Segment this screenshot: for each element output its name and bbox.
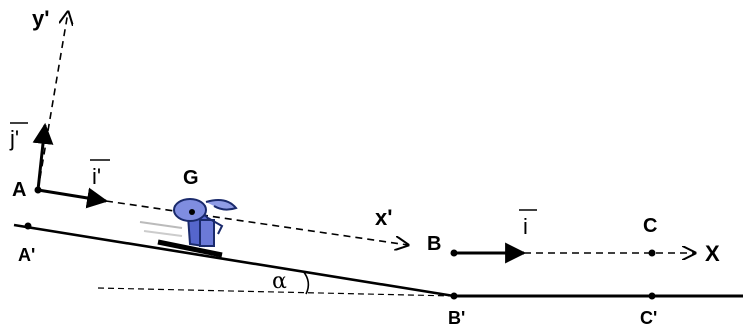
point-C [648,249,656,257]
label-unit-vector-i-prime: i' [92,164,101,189]
point-A [34,186,42,194]
label-x-prime: x' [375,205,392,230]
label-point-B: B [427,233,441,255]
label-x: X [705,241,720,266]
label-angle-alpha: α [272,269,287,294]
point-A-prime [24,222,32,230]
unit-vector-i-prime [37,187,109,209]
label-point-C-prime: C' [640,308,657,324]
label-point-A: A [12,179,26,201]
y-prime-axis [37,12,68,191]
skier-icon [139,198,238,258]
label-unit-vector-j-prime: j' [9,126,19,151]
label-point-C: C [643,215,657,237]
unit-vector-j-prime [32,122,54,191]
point-B-prime [450,292,458,300]
point-B [450,249,458,257]
label-point-B-prime: B' [448,308,465,324]
slope-line [13,223,455,298]
point-C-prime [648,292,656,300]
label-y-prime: y' [32,6,49,31]
label-unit-vector-i: i [523,214,528,239]
x-prime-axis [105,200,408,245]
label-point-G: G [183,167,199,189]
label-point-A-prime: A' [18,245,35,265]
angle-arc [302,270,310,295]
